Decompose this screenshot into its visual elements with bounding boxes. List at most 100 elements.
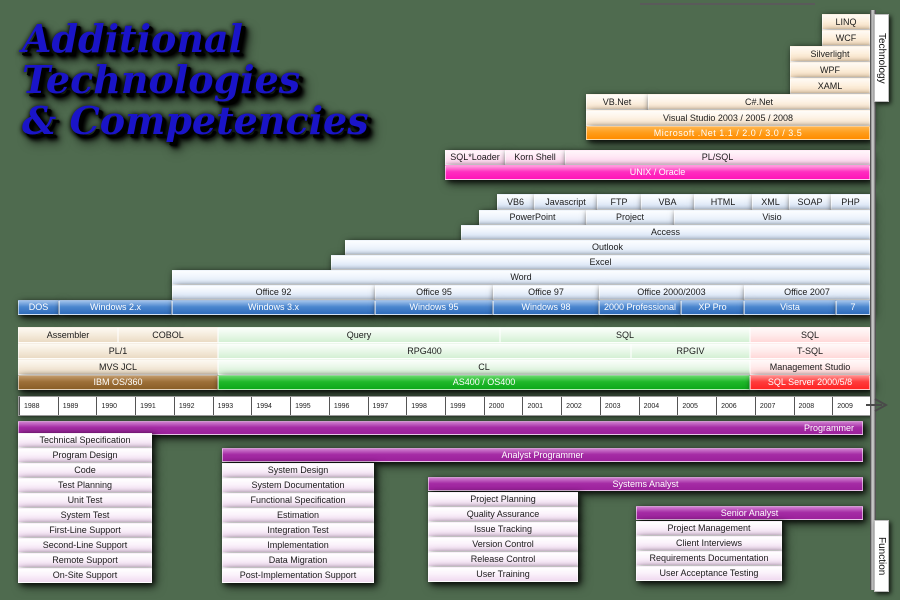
tech-cell-query: Query bbox=[218, 327, 500, 343]
tech-cell-windows-2x: Windows 2.x bbox=[59, 300, 172, 315]
tech-band-sql-server: SQL Server 2000/5/8 bbox=[750, 375, 870, 390]
tech-cell-rpgiv: RPGIV bbox=[631, 343, 750, 359]
task-senior-analyst-1: Client Interviews bbox=[636, 536, 782, 551]
tech-cell-office-92: Office 92 bbox=[172, 285, 375, 300]
tech-cell-javascript: Javascript bbox=[534, 194, 597, 210]
tech-cell-linq: LINQ bbox=[822, 14, 870, 30]
tech-cell-xml: XML bbox=[752, 194, 789, 210]
tech-cell-windows-vista: Vista bbox=[744, 300, 836, 315]
tech-cell-outlook: Outlook bbox=[345, 240, 870, 255]
tech-cell-html: HTML bbox=[694, 194, 752, 210]
timeline-year-1997: 1997 bbox=[367, 397, 407, 415]
timeline-year-2004: 2004 bbox=[638, 397, 678, 415]
tech-cell-vb6: VB6 bbox=[497, 194, 534, 210]
timeline-year-1994: 1994 bbox=[251, 397, 290, 415]
tech-cell-windows-98: Windows 98 bbox=[493, 300, 599, 315]
timeline-year-1996: 1996 bbox=[328, 397, 368, 415]
tech-cell-vbnet: VB.Net bbox=[586, 94, 648, 110]
tech-cell-windows-2000-pro: 2000 Professional bbox=[599, 300, 681, 315]
tech-cell-windows-7: 7 bbox=[836, 300, 870, 315]
timeline-year-2008: 2008 bbox=[793, 397, 833, 415]
title-line-3: & Competencies bbox=[22, 98, 369, 144]
tech-cell-vba: VBA bbox=[641, 194, 694, 210]
task-analyst-programmer-1: System Documentation bbox=[222, 478, 374, 493]
tech-cell-plsql: PL/SQL bbox=[565, 150, 870, 165]
tech-cell-cl: CL bbox=[218, 359, 750, 375]
task-senior-analyst-3: User Acceptance Testing bbox=[636, 566, 782, 581]
task-programmer-8: Remote Support bbox=[18, 553, 152, 568]
task-analyst-programmer-6: Data Migration bbox=[222, 553, 374, 568]
timeline-year-1999: 1999 bbox=[445, 397, 484, 415]
timeline-year-1992: 1992 bbox=[173, 397, 213, 415]
task-analyst-programmer-4: Integration Test bbox=[222, 523, 374, 538]
timeline-arrow-icon bbox=[866, 398, 888, 412]
timeline-year-2006: 2006 bbox=[716, 397, 755, 415]
task-programmer-1: Program Design bbox=[18, 448, 152, 463]
tech-cell-cobol: COBOL bbox=[118, 327, 218, 343]
task-programmer-5: System Test bbox=[18, 508, 152, 523]
task-senior-analyst-2: Requirements Documentation bbox=[636, 551, 782, 566]
timeline-year-2005: 2005 bbox=[677, 397, 716, 415]
tech-cell-korn-shell: Korn Shell bbox=[505, 150, 565, 165]
tech-band-dotnet: Microsoft .Net 1.1 / 2.0 / 3.0 / 3.5 bbox=[586, 126, 870, 140]
tech-band-unix-oracle: UNIX / Oracle bbox=[445, 165, 870, 180]
task-programmer-9: On-Site Support bbox=[18, 568, 152, 583]
task-analyst-programmer-0: System Design bbox=[222, 463, 374, 478]
tech-cell-excel: Excel bbox=[331, 255, 870, 270]
tech-cell-access: Access bbox=[461, 225, 870, 240]
timeline-year-1988: 1988 bbox=[19, 397, 58, 415]
timeline-year-1989: 1989 bbox=[57, 397, 97, 415]
tech-cell-windows-3x: Windows 3.x bbox=[172, 300, 375, 315]
tech-cell-php: PHP bbox=[831, 194, 870, 210]
vertical-axis bbox=[870, 10, 876, 590]
tech-cell-csharpnet: C#.Net bbox=[648, 94, 870, 110]
tech-cell-office-97: Office 97 bbox=[493, 285, 599, 300]
role-header-programmer: Programmer bbox=[18, 421, 863, 435]
tech-cell-office-2000-2003: Office 2000/2003 bbox=[599, 285, 744, 300]
timeline-year-1991: 1991 bbox=[135, 397, 174, 415]
tech-cell-assembler: Assembler bbox=[18, 327, 118, 343]
task-analyst-programmer-3: Estimation bbox=[222, 508, 374, 523]
tech-cell-ftp: FTP bbox=[597, 194, 641, 210]
timeline-year-1998: 1998 bbox=[406, 397, 445, 415]
task-programmer-6: First-Line Support bbox=[18, 523, 152, 538]
role-header-analyst-programmer: Analyst Programmer bbox=[222, 448, 863, 462]
tech-cell-word: Word bbox=[172, 270, 870, 285]
role-header-senior-analyst: Senior Analyst bbox=[636, 506, 863, 520]
tech-cell-powerpoint: PowerPoint bbox=[479, 210, 586, 225]
task-programmer-0: Technical Specification bbox=[18, 433, 152, 448]
task-systems-analyst-5: User Training bbox=[428, 567, 578, 582]
tech-cell-visio: Visio bbox=[674, 210, 870, 225]
tech-cell-rpg400: RPG400 bbox=[218, 343, 631, 359]
timeline-year-2000: 2000 bbox=[483, 397, 523, 415]
task-systems-analyst-4: Release Control bbox=[428, 552, 578, 567]
task-programmer-3: Test Planning bbox=[18, 478, 152, 493]
tech-cell-office-2007: Office 2007 bbox=[744, 285, 870, 300]
task-analyst-programmer-5: Implementation bbox=[222, 538, 374, 553]
tech-cell-soap: SOAP bbox=[789, 194, 831, 210]
timeline-year-2009: 2009 bbox=[832, 397, 871, 415]
timeline-year-2002: 2002 bbox=[561, 397, 600, 415]
tech-cell-visual-studio: Visual Studio 2003 / 2005 / 2008 bbox=[586, 110, 870, 126]
tech-cell-wpf: WPF bbox=[790, 62, 870, 78]
task-analyst-programmer-7: Post-Implementation Support bbox=[222, 568, 374, 583]
tech-cell-silverlight: Silverlight bbox=[790, 46, 870, 62]
page-title: Additional Technologies & Competencies bbox=[22, 18, 369, 141]
tech-cell-dos: DOS bbox=[18, 300, 59, 315]
tech-cell-management-studio: Management Studio bbox=[750, 359, 870, 375]
tech-cell-xaml: XAML bbox=[790, 78, 870, 94]
axis-label-function: Function bbox=[874, 520, 889, 592]
tech-cell-sql-as400: SQL bbox=[500, 327, 750, 343]
task-programmer-2: Code bbox=[18, 463, 152, 478]
axis-label-technology: Technology bbox=[874, 14, 889, 102]
task-programmer-4: Unit Test bbox=[18, 493, 152, 508]
task-senior-analyst-0: Project Management bbox=[636, 521, 782, 536]
timeline-year-1993: 1993 bbox=[212, 397, 252, 415]
top-rule-right bbox=[755, 3, 815, 5]
timeline-year-2007: 2007 bbox=[754, 397, 794, 415]
tech-band-as400-os400: AS400 / OS400 bbox=[218, 375, 750, 390]
task-systems-analyst-2: Issue Tracking bbox=[428, 522, 578, 537]
task-systems-analyst-1: Quality Assurance bbox=[428, 507, 578, 522]
